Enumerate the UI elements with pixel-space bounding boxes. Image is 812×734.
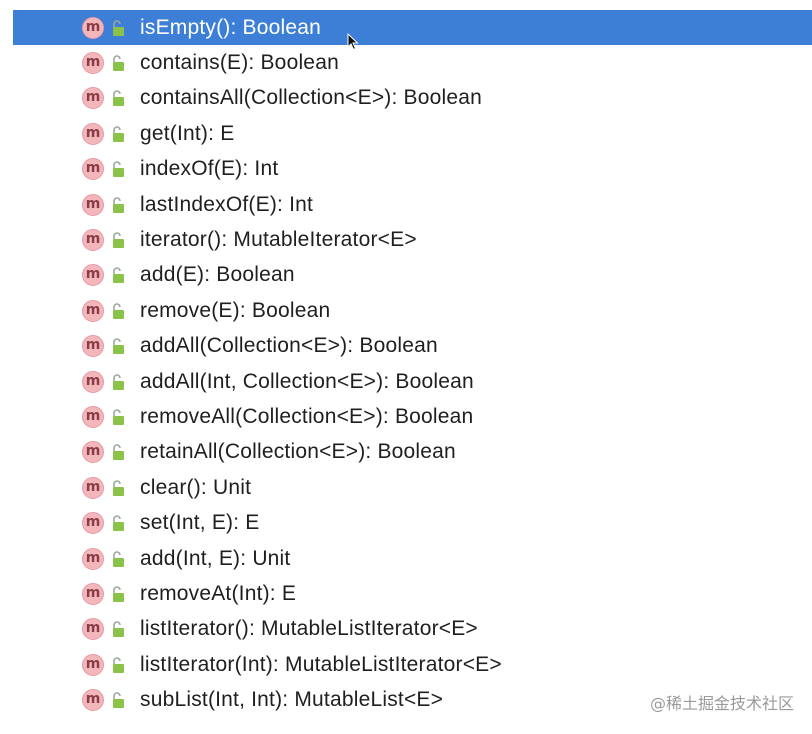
completion-item-label: subList(Int, Int): MutableList<E> bbox=[140, 688, 444, 712]
completion-item[interactable]: m isEmpty(): Boolean bbox=[13, 10, 812, 46]
completion-item-label: contains(E): Boolean bbox=[140, 51, 339, 75]
method-icon: m bbox=[82, 335, 104, 358]
completion-item-label: removeAt(Int): E bbox=[140, 581, 297, 605]
completion-item[interactable]: m listIterator(): MutableListIterator<E> bbox=[13, 612, 812, 647]
completion-item-label: add(Int, E): Unit bbox=[140, 546, 291, 570]
completion-item-label: lastIndexOf(E): Int bbox=[140, 192, 314, 216]
public-lock-icon bbox=[113, 90, 124, 107]
method-icon: m bbox=[82, 582, 104, 605]
public-lock-icon bbox=[113, 656, 124, 673]
completion-item-label: addAll(Collection<E>): Boolean bbox=[140, 334, 438, 358]
method-icon: m bbox=[82, 158, 104, 181]
method-icon: m bbox=[82, 405, 104, 428]
completion-item[interactable]: m addAll(Collection<E>): Boolean bbox=[13, 329, 812, 364]
completion-item[interactable]: m containsAll(Collection<E>): Boolean bbox=[13, 81, 812, 116]
completion-item[interactable]: m add(E): Boolean bbox=[13, 258, 812, 293]
completion-item-label: get(Int): E bbox=[140, 121, 235, 145]
completion-item-label: isEmpty(): Boolean bbox=[140, 15, 322, 39]
method-icon: m bbox=[82, 547, 104, 570]
public-lock-icon bbox=[113, 267, 124, 284]
public-lock-icon bbox=[113, 480, 124, 496]
mouse-cursor-icon bbox=[347, 33, 359, 51]
completion-item-label: addAll(Int, Collection<E>): Boolean bbox=[140, 369, 474, 393]
completion-item[interactable]: m retainAll(Collection<E>): Boolean bbox=[13, 435, 812, 470]
method-icon: m bbox=[82, 370, 104, 393]
method-icon: m bbox=[82, 193, 104, 216]
completion-item-label: remove(E): Boolean bbox=[140, 298, 331, 322]
public-lock-icon bbox=[113, 55, 124, 72]
method-icon: m bbox=[82, 87, 104, 110]
completion-item[interactable]: m get(Int): E bbox=[13, 116, 812, 151]
public-lock-icon bbox=[113, 303, 124, 319]
completion-item-label: add(E): Boolean bbox=[140, 263, 295, 287]
method-icon: m bbox=[82, 52, 104, 75]
public-lock-icon bbox=[113, 196, 124, 213]
public-lock-icon bbox=[113, 161, 124, 178]
method-icon: m bbox=[82, 229, 104, 252]
public-lock-icon bbox=[113, 515, 124, 532]
completion-item[interactable]: m listIterator(Int): MutableListIterator<… bbox=[13, 647, 812, 682]
completion-item-label: containsAll(Collection<E>): Boolean bbox=[140, 86, 483, 110]
method-icon: m bbox=[82, 689, 104, 712]
public-lock-icon bbox=[113, 621, 124, 638]
completion-item[interactable]: m removeAt(Int): E bbox=[13, 576, 812, 611]
completion-item[interactable]: m remove(E): Boolean bbox=[13, 293, 812, 328]
completion-item[interactable]: m iterator(): MutableIterator<E> bbox=[13, 222, 812, 257]
public-lock-icon bbox=[113, 19, 124, 36]
completion-item[interactable]: m lastIndexOf(E): Int bbox=[13, 187, 812, 222]
method-icon: m bbox=[82, 16, 104, 39]
completion-item-label: set(Int, E): E bbox=[140, 511, 260, 535]
completion-item-label: listIterator(): MutableListIterator<E> bbox=[140, 617, 478, 641]
method-icon: m bbox=[82, 122, 104, 145]
method-icon: m bbox=[82, 476, 104, 499]
completion-item[interactable]: m add(Int, E): Unit bbox=[13, 541, 812, 576]
completion-item-label: listIterator(Int): MutableListIterator<E… bbox=[140, 652, 502, 676]
completion-item-label: removeAll(Collection<E>): Boolean bbox=[140, 404, 474, 428]
completion-item[interactable]: m clear(): Unit bbox=[13, 470, 812, 505]
method-icon: m bbox=[82, 441, 104, 464]
completion-item[interactable]: m indexOf(E): Int bbox=[13, 152, 812, 187]
public-lock-icon bbox=[113, 444, 124, 461]
method-icon: m bbox=[82, 264, 104, 287]
public-lock-icon bbox=[113, 126, 124, 142]
completion-item-label: iterator(): MutableIterator<E> bbox=[140, 228, 417, 252]
completion-item[interactable]: m subList(Int, Int): MutableList<E> bbox=[13, 682, 812, 717]
method-icon: m bbox=[82, 512, 104, 535]
completion-item-label: indexOf(E): Int bbox=[140, 157, 279, 181]
public-lock-icon bbox=[113, 338, 124, 355]
public-lock-icon bbox=[113, 692, 124, 709]
completion-item-label: clear(): Unit bbox=[140, 475, 252, 499]
completion-item[interactable]: m contains(E): Boolean bbox=[13, 45, 812, 80]
public-lock-icon bbox=[113, 409, 124, 425]
public-lock-icon bbox=[113, 550, 124, 567]
completion-list: m isEmpty(): Boolean m contains(E): Boolean… bbox=[13, 10, 812, 718]
completion-item[interactable]: m set(Int, E): E bbox=[13, 505, 812, 540]
public-lock-icon bbox=[113, 373, 124, 390]
public-lock-icon bbox=[113, 232, 124, 249]
method-icon: m bbox=[82, 618, 104, 641]
public-lock-icon bbox=[113, 586, 124, 602]
completion-item-label: retainAll(Collection<E>): Boolean bbox=[140, 440, 456, 464]
completion-item[interactable]: m removeAll(Collection<E>): Boolean bbox=[13, 399, 812, 434]
watermark: @稀土掘金技术社区 bbox=[649, 694, 794, 713]
method-icon: m bbox=[82, 653, 104, 676]
completion-item[interactable]: m addAll(Int, Collection<E>): Boolean bbox=[13, 364, 812, 399]
method-icon: m bbox=[82, 299, 104, 322]
